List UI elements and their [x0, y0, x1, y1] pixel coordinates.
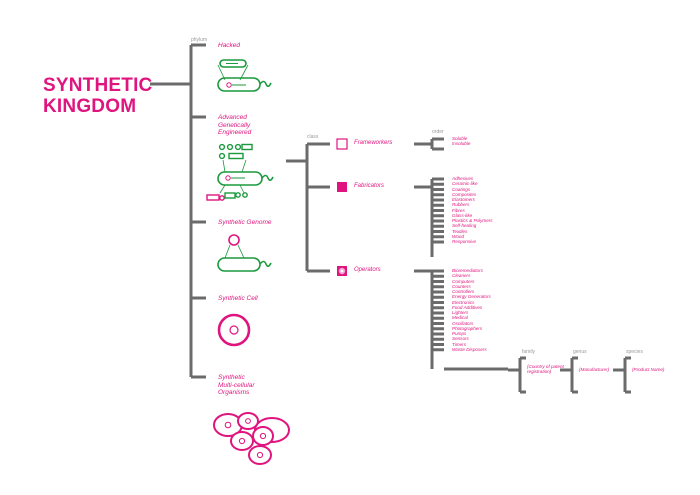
order-item: Responsive [452, 239, 477, 244]
order-item: Timers [452, 341, 466, 347]
engineered-bacterium-icon [206, 143, 274, 201]
order-item: Fibres [452, 207, 465, 213]
order-item: Oscillators [452, 320, 474, 326]
order-item: Soluble [452, 136, 468, 141]
phylum-label-engineered: Advanced Genetically Engineered [218, 114, 252, 136]
order-item: Waste Disposers [452, 346, 487, 352]
order-item: Ceramic-like [452, 181, 478, 187]
multicellular-cluster-icon [213, 412, 290, 465]
order-item: Wood [452, 233, 465, 239]
order-item: Photographers [452, 325, 483, 331]
order-item: Glass-like [452, 212, 473, 218]
order-item: Medical [452, 315, 468, 321]
order-item: Elastomers [452, 197, 475, 202]
class-label-operators: Operators [354, 267, 381, 273]
order-item: Food Additives [452, 304, 483, 310]
diagram-title: SYNTHETIC KINGDOM [43, 75, 152, 117]
order-item: Pumps [452, 331, 467, 336]
title-line-1: SYNTHETIC [43, 75, 153, 96]
order-item: Energy Generators [452, 294, 491, 300]
order-item: Self-healing [452, 223, 477, 229]
phylum-label-genome: Synthetic Genome [218, 219, 272, 226]
species-label: (Product Name) [632, 367, 665, 372]
phylum-label-hacked: Hacked [218, 42, 241, 49]
rank-order-label: order [432, 129, 444, 135]
order-item: Computers [452, 278, 475, 284]
order-item: Plastics & Polymers [452, 218, 493, 223]
order-item: Electronics [452, 299, 475, 305]
rank-family-label: family [522, 349, 536, 355]
rank-species-label: species [626, 349, 643, 355]
title-line-2: KINGDOM [43, 96, 137, 117]
rank-phylum-label: phylum [191, 37, 208, 43]
phylum-label-cell: Synthetic Cell [218, 295, 258, 302]
synthetic-genome-icon [217, 234, 272, 272]
order-item: Lighters [452, 310, 469, 315]
rank-genus-label: genus [573, 349, 587, 355]
order-item: Rubbers [452, 202, 470, 208]
order-item: Coatings [452, 186, 471, 192]
order-item: Composites [452, 191, 477, 197]
synthetic-cell-icon [217, 313, 251, 347]
genus-label: (Manufacturer) [579, 367, 610, 372]
radial-square-icon [337, 266, 347, 276]
hacked-bacterium-icon [217, 59, 272, 92]
class-label-fabricators: Fabricators [354, 183, 385, 189]
class-label-frameworkers: Frameworkers [354, 140, 393, 146]
order-item: Counters [452, 283, 471, 289]
order-item: Textiles [452, 228, 468, 234]
order-item: Cleaners [452, 273, 471, 279]
order-item: Bioremediators [452, 268, 483, 273]
order-item: Insoluble [452, 141, 471, 147]
family-label: (Country of patent registration) [527, 364, 564, 375]
filled-square-icon [337, 182, 347, 192]
rank-class-label: class [307, 134, 319, 140]
order-item: Sensors [452, 336, 469, 342]
order-item: Adhesives [452, 176, 474, 181]
order-item: Controllers [452, 289, 475, 294]
outline-square-icon [336, 138, 348, 150]
phylum-label-multicellular: Synthetic Multi-cellular Organisms [218, 374, 255, 396]
